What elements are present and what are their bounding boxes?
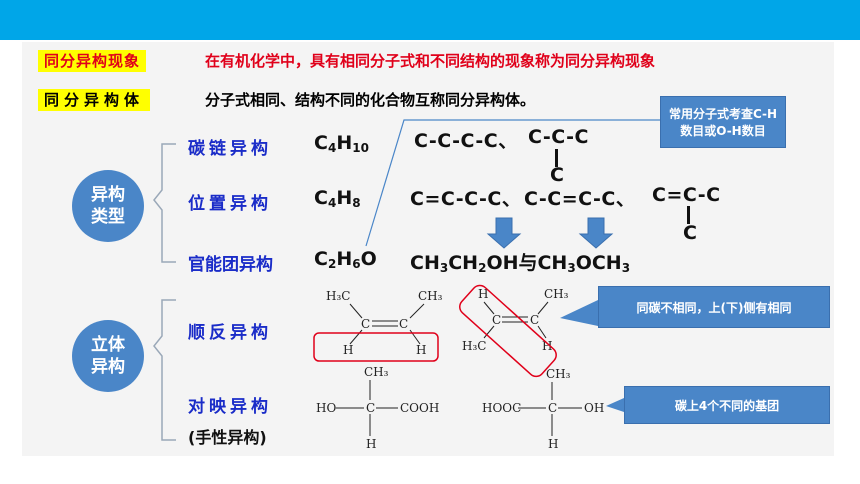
svg-text:CH₃: CH₃ xyxy=(546,367,571,381)
svg-text:H: H xyxy=(478,287,488,301)
note-cis-trans-rule: 同碳不相同，上(下)侧有相同 xyxy=(598,286,830,328)
formula-c4h10: C4H10 xyxy=(314,132,369,155)
svg-text:C: C xyxy=(492,313,501,327)
svg-text:C: C xyxy=(366,401,375,415)
molecule-cis-butene: H₃C CH₃ C C H H xyxy=(313,289,443,362)
chain-butane-linear: C-C-C-C、 xyxy=(414,130,518,152)
svg-text:OH: OH xyxy=(584,401,604,415)
svg-text:H: H xyxy=(548,437,558,451)
circle-stereo-isomerism: 立体异构 xyxy=(72,320,144,392)
label-functional-group-isomerism: 官能团异构 xyxy=(188,255,273,275)
svg-text:H: H xyxy=(343,343,353,357)
svg-text:COOH: COOH xyxy=(400,401,439,415)
formula-c4h8: C4H8 xyxy=(314,187,361,210)
svg-text:H: H xyxy=(366,437,376,451)
svg-text:H₃C: H₃C xyxy=(462,339,486,353)
svg-text:CH₃: CH₃ xyxy=(364,365,389,379)
label-position-isomerism: 位置异构 xyxy=(188,194,272,214)
svg-text:C: C xyxy=(548,401,557,415)
tag-isomerism-phenomenon: 同分异构现象 xyxy=(38,50,147,72)
chain-2-butene: C-C=C-C、 xyxy=(524,188,636,210)
svg-text:CH₃: CH₃ xyxy=(544,287,569,301)
top-banner xyxy=(0,0,860,40)
definition-isomer: 分子式相同、结构不同的化合物互称同分异构体。 xyxy=(205,91,536,109)
svg-text:C: C xyxy=(399,317,408,331)
definition-isomerism-phenomenon: 在有机化学中，具有相同分子式和不同结构的现象称为同分异构现象 xyxy=(205,52,656,70)
label-chiral-isomerism: (手性异构) xyxy=(188,428,267,447)
svg-text:C: C xyxy=(530,313,539,327)
molecule-trans-butene: H CH₃ C C H₃C H xyxy=(459,284,569,378)
note-chiral-carbon: 碳上4个不同的基团 xyxy=(624,386,830,424)
chain-isobutene-branch: C xyxy=(683,222,698,244)
label-carbon-chain-isomerism: 碳链异构 xyxy=(188,139,272,159)
label-cis-trans-isomerism: 顺反异构 xyxy=(188,323,272,343)
chain-1-butene: C=C-C-C、 xyxy=(410,188,522,210)
chain-branch-carbon: C xyxy=(550,164,565,186)
svg-text:CH₃: CH₃ xyxy=(418,289,443,303)
svg-text:C: C xyxy=(361,317,370,331)
formula-ethanol-vs-dimethyl-ether: CH3CH2OH与CH3OCH3 xyxy=(410,252,631,275)
circle-structural-isomerism: 异构类型 xyxy=(72,170,144,242)
molecule-lactic-acid-left: CH₃ HO C COOH H xyxy=(316,365,439,451)
tag-isomer: 同分异构体 xyxy=(38,89,151,111)
svg-text:H: H xyxy=(542,339,552,353)
label-enantiomer-isomerism: 对映异构 xyxy=(188,397,272,417)
svg-text:H: H xyxy=(416,343,426,357)
svg-text:HOOC: HOOC xyxy=(482,401,521,415)
svg-text:HO: HO xyxy=(316,401,336,415)
chain-isobutene: C=C-C xyxy=(652,184,721,206)
molecule-lactic-acid-right: CH₃ HOOC C OH H xyxy=(482,367,604,451)
chain-isobutane: C-C-C xyxy=(528,126,589,148)
svg-text:H₃C: H₃C xyxy=(326,289,350,303)
formula-c2h6o: C2H6O xyxy=(314,248,377,271)
